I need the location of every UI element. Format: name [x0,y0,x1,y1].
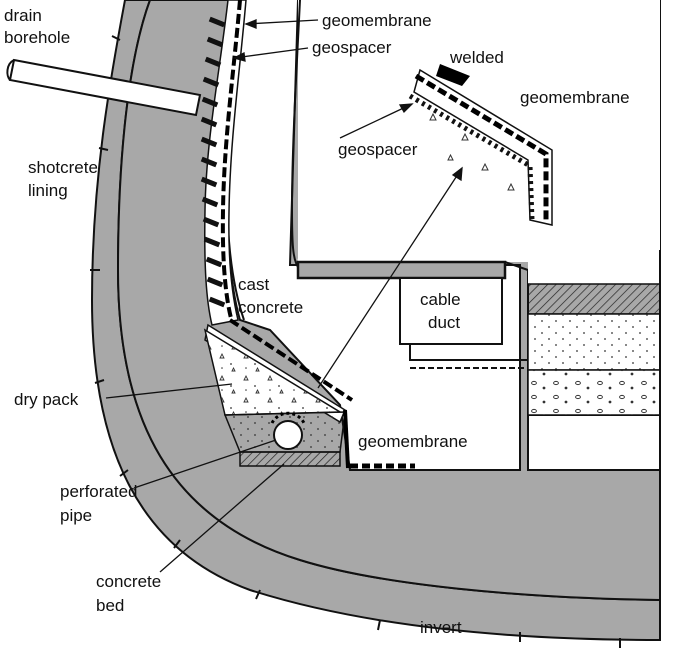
label-perforated: perforated [60,482,138,501]
label-geomembrane-bottom: geomembrane [358,432,468,451]
geospacer-blocks [200,16,226,308]
label-duct: duct [428,313,461,332]
dry-pack-texture [205,330,340,415]
label-borehole: borehole [4,28,71,47]
layer-white-top [528,262,660,284]
drain-borehole-pipe [8,58,202,117]
rock-roughness [90,35,621,648]
label-concrete: concrete [238,298,304,317]
label-geospacer-top: geospacer [312,38,392,57]
leader-lines [105,19,463,573]
label-cable: cable [420,290,461,309]
cable-duct [399,277,503,345]
geomembrane-line [220,0,242,323]
layer-hatched [527,283,661,315]
label-lining: lining [28,181,68,200]
label-welded: welded [450,48,504,67]
concrete-bed [239,451,341,467]
label-invert: invert [420,618,462,637]
pipe-perforations [270,411,306,424]
label-concrete-bed-1: concrete [96,572,162,591]
label-geospacer-detail: geospacer [338,140,418,159]
drain-borehole-end [6,59,15,81]
label-shotcrete: shotcrete [28,158,98,177]
label-concrete-bed-2: bed [96,596,125,615]
layer-dotted-texture [528,314,660,370]
label-pipe: pipe [60,506,93,525]
welded-detail-inset [408,64,553,226]
layer-pebbles-texture [528,370,660,415]
duct-top-slab [296,260,507,280]
label-geomembrane-top: geomembrane [322,11,432,30]
label-drain: drain [4,6,42,25]
label-cast: cast [238,275,270,294]
label-geomembrane-detail: geomembrane [520,88,630,107]
perforated-pipe [273,420,303,450]
label-dry-pack: dry pack [14,390,79,409]
geomembrane-vertical [343,409,350,469]
geomembrane-diagonal-line [228,318,354,402]
